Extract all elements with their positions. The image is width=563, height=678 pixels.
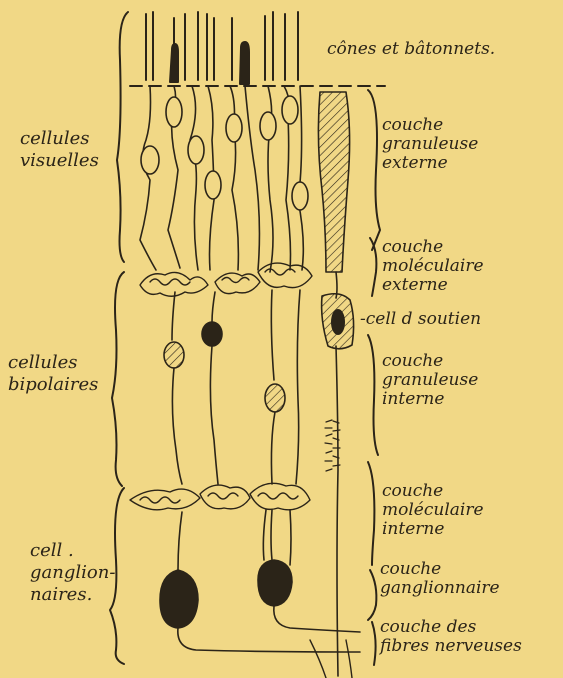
label-cones-and-rods: cônes et bâtonnets.: [327, 40, 495, 59]
label-ganglion-cells: cell . ganglion- naires.: [30, 540, 115, 606]
inner-plexiform-tufts: [130, 483, 310, 509]
label-ganglion-layer: couche ganglionnaire: [380, 560, 500, 598]
bracket-bipolar: [112, 272, 124, 486]
label-support-cell: -cell d soutien: [360, 310, 481, 329]
label-bipolar-cells: cellules bipolaires: [8, 352, 98, 396]
rods-and-cones: [146, 12, 298, 84]
label-inner-plexiform-layer: couche moléculaire interne: [382, 482, 484, 539]
ganglion-cells: [160, 510, 360, 652]
visual-cell-fibers: [140, 86, 308, 272]
bracket-onl: [368, 90, 380, 250]
bracket-inl: [368, 335, 378, 455]
label-inner-nuclear-layer: couche granuleuse interne: [382, 352, 478, 409]
bracket-opl: [370, 238, 376, 296]
outer-plexiform-tufts: [140, 263, 312, 296]
bracket-gcl: [368, 570, 376, 620]
bracket-nfl: [372, 622, 376, 665]
label-outer-nuclear-layer: couche granuleuse externe: [382, 116, 478, 173]
label-nerve-fiber-layer: couche des fibres nerveuses: [380, 618, 522, 656]
support-cell: [310, 92, 354, 678]
bipolar-cells: [164, 290, 300, 484]
bracket-visual-cells: [117, 12, 128, 262]
bracket-ipl: [368, 462, 374, 565]
label-visual-cells: cellules visuelles: [20, 128, 99, 172]
label-outer-plexiform-layer: couche moléculaire externe: [382, 238, 484, 295]
